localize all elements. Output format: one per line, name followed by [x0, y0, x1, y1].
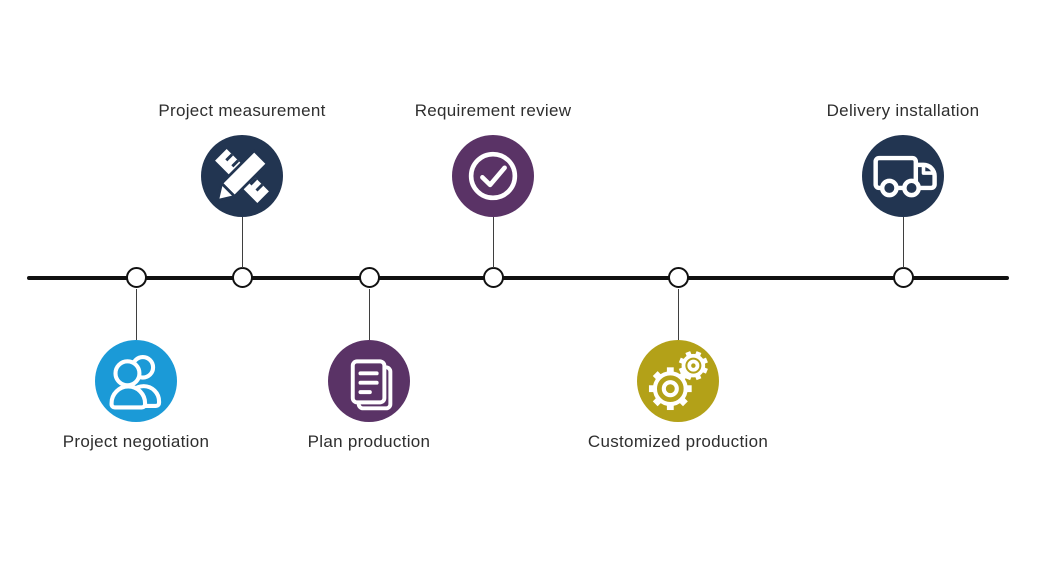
step-connector: [368, 289, 370, 340]
step-connector: [902, 217, 904, 268]
step-label: Customized production: [587, 432, 769, 451]
check-glyph: [468, 151, 518, 201]
timeline-node: [358, 267, 380, 288]
step-label: Requirement review: [414, 101, 572, 120]
step-bubble: [328, 340, 410, 422]
check-circle-icon: [452, 135, 534, 217]
large-gear-glyph: [648, 367, 692, 411]
step-bubble: [862, 135, 944, 217]
step-bubble: [201, 135, 283, 217]
timeline-step-requirement-review: Requirement review: [383, 0, 603, 278]
step-bubble: [452, 135, 534, 217]
timeline-axis: [27, 276, 1009, 280]
timeline-node: [231, 267, 253, 288]
step-label: Project measurement: [158, 101, 326, 120]
pencil-glyph: [216, 149, 269, 202]
small-gear-glyph: [678, 351, 708, 381]
timeline-node: [667, 267, 689, 288]
timeline-node: [125, 267, 147, 288]
step-bubble: [637, 340, 719, 422]
timeline-step-project-measurement: Project measurement: [132, 0, 352, 278]
step-connector: [241, 217, 243, 268]
timeline-step-project-negotiation: Project negotiation: [26, 278, 246, 561]
truck-glyph: [873, 155, 937, 198]
step-label: Project negotiation: [62, 432, 210, 451]
step-label: Delivery installation: [826, 101, 980, 120]
step-label: Plan production: [307, 432, 431, 451]
document-glyph: [350, 359, 393, 411]
ruler-pencil-icon: [201, 135, 283, 217]
document-icon: [328, 340, 410, 422]
timeline-step-plan-production: Plan production: [259, 278, 479, 561]
step-bubble: [95, 340, 177, 422]
step-connector: [677, 289, 679, 340]
people-icon: [95, 340, 177, 422]
step-connector: [492, 217, 494, 268]
gears-icon: [637, 340, 719, 422]
step-connector: [135, 289, 137, 340]
timeline-step-customized-production: Customized production: [568, 278, 788, 561]
truck-icon: [862, 135, 944, 217]
people-glyph: [109, 355, 162, 410]
timeline-node: [482, 267, 504, 288]
timeline-step-delivery-installation: Delivery installation: [793, 0, 1013, 278]
timeline-node: [892, 267, 914, 288]
